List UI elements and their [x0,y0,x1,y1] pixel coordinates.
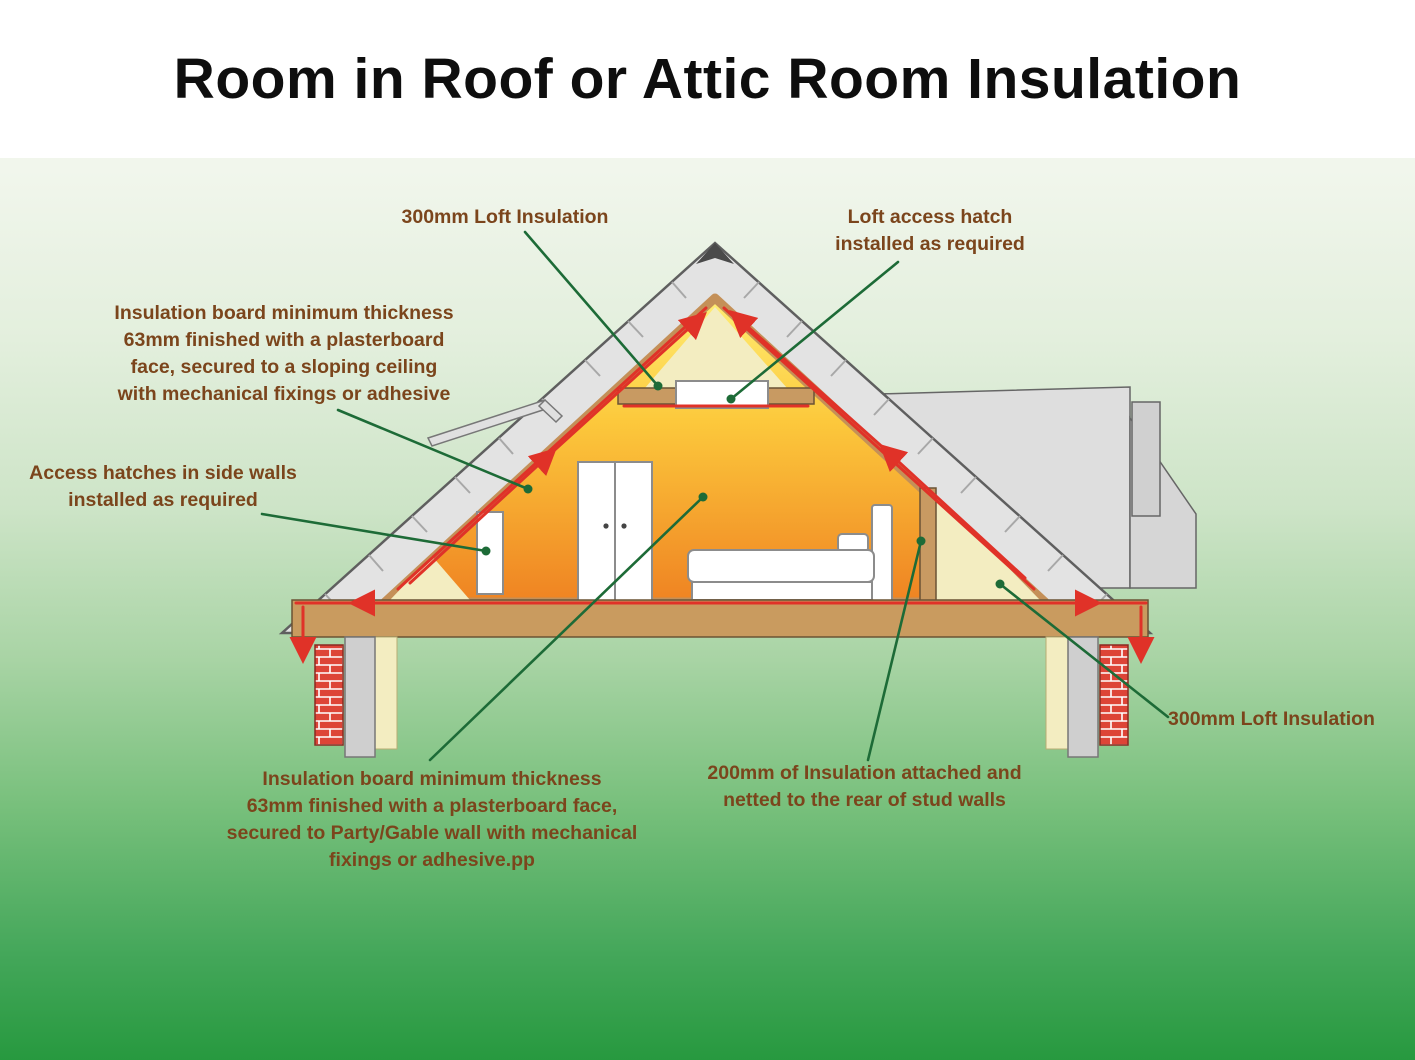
support-wall-left [314,636,398,758]
label-loft-access-hatch: Loft access hatch installed as required [835,206,1025,255]
block-wall [344,636,376,758]
chimney [1131,401,1161,517]
insulation-red-lines [289,306,1155,664]
leader-dots [481,381,1005,589]
leader-lines [260,230,1170,762]
page-title: Room in Roof or Attic Room Insulation [173,47,1242,111]
brick-pillar-right [1099,644,1129,746]
brick-pillar-left [314,644,344,746]
label-sloping-ceiling-insulation: Insulation board minimum thickness 63mm … [114,302,454,405]
wardrobe-handle [621,523,627,529]
eaves-insulation-left [390,556,470,600]
floor-joists [291,599,1149,638]
label-stud-wall-insulation: 200mm of Insulation attached and netted … [707,762,1022,811]
bed [687,504,893,603]
mattress [687,549,875,583]
bed-headboard [871,504,893,603]
cavity-insulation [1045,636,1069,750]
label-loft-insulation-right: 300mm Loft Insulation [1168,708,1375,730]
loft-access-hatch [675,380,769,409]
support-wall-right [1045,636,1129,758]
bed-base [691,581,873,601]
ridge-tile [696,243,734,264]
loft-insulation-peak [645,307,787,388]
wardrobe [577,461,653,603]
label-side-wall-hatches: Access hatches in side walls installed a… [29,462,297,511]
label-loft-insulation-top: 300mm Loft Insulation [401,206,609,228]
collar-beam [617,380,815,409]
cavity-insulation [374,636,398,750]
adjoining-building [876,386,1197,589]
title-bar: Room in Roof or Attic Room Insulation [0,0,1415,158]
wardrobe-handle [603,523,609,529]
roof-flap [426,398,564,447]
block-wall [1067,636,1099,758]
label-gable-wall-insulation: Insulation board minimum thickness 63mm … [226,768,638,871]
